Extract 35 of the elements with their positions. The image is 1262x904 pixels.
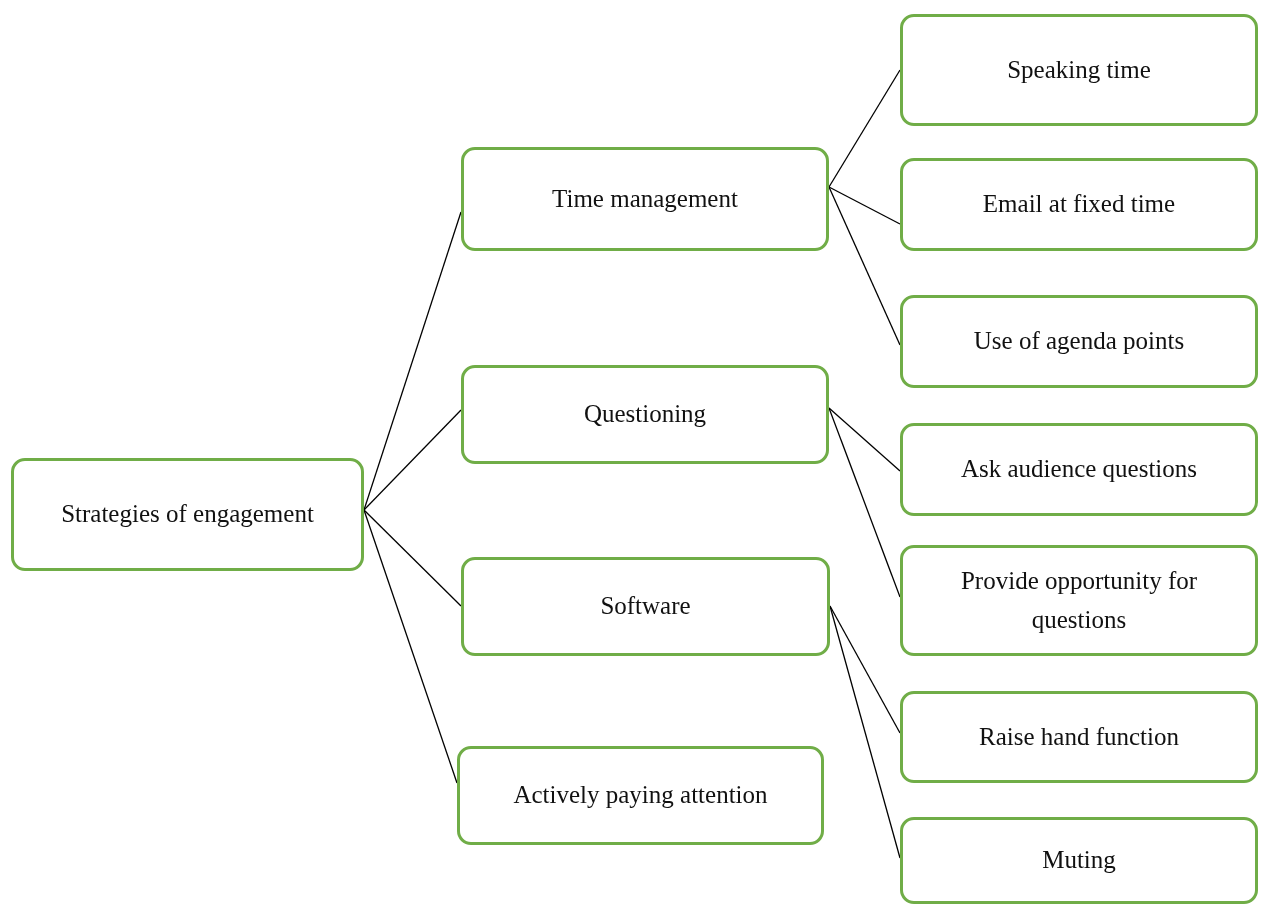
node-label: Speaking time: [1007, 54, 1151, 85]
connector-line: [828, 407, 901, 472]
rounded-box: [900, 817, 1258, 904]
connector-line: [829, 605, 901, 859]
node-label: Actively paying attention: [513, 780, 768, 811]
rounded-box: [11, 458, 364, 571]
connector-line: [828, 186, 901, 346]
node-label: Time management: [552, 183, 738, 214]
rounded-box: [461, 147, 829, 251]
connector-line: [363, 409, 462, 511]
node-label: Muting: [1042, 845, 1116, 876]
connector-line: [828, 69, 901, 188]
node-label: Software: [600, 591, 691, 622]
connector-line: [829, 605, 901, 734]
rounded-box: [457, 746, 824, 845]
connector-line: [363, 509, 458, 784]
node-label: Strategies of engagement: [61, 499, 314, 530]
rounded-box: [900, 14, 1258, 126]
rounded-box: [900, 691, 1258, 783]
node-label: Use of agenda points: [973, 326, 1185, 357]
rounded-box: [900, 545, 1258, 656]
node-label: Ask audience questions: [960, 454, 1198, 485]
connector-line: [363, 509, 462, 607]
rounded-box: [900, 158, 1258, 251]
node-label: Email at fixed time: [982, 189, 1176, 220]
connector-line: [363, 211, 462, 511]
rounded-box: [900, 295, 1258, 388]
node-label: Questioning: [583, 399, 707, 430]
connector-line: [828, 186, 901, 225]
rounded-box: [461, 557, 830, 656]
node-label: Provide opportunity for questions: [959, 565, 1199, 635]
rounded-box: [900, 423, 1258, 516]
connector-line: [828, 407, 901, 598]
node-label: Raise hand function: [979, 721, 1179, 752]
rounded-box: [461, 365, 829, 464]
